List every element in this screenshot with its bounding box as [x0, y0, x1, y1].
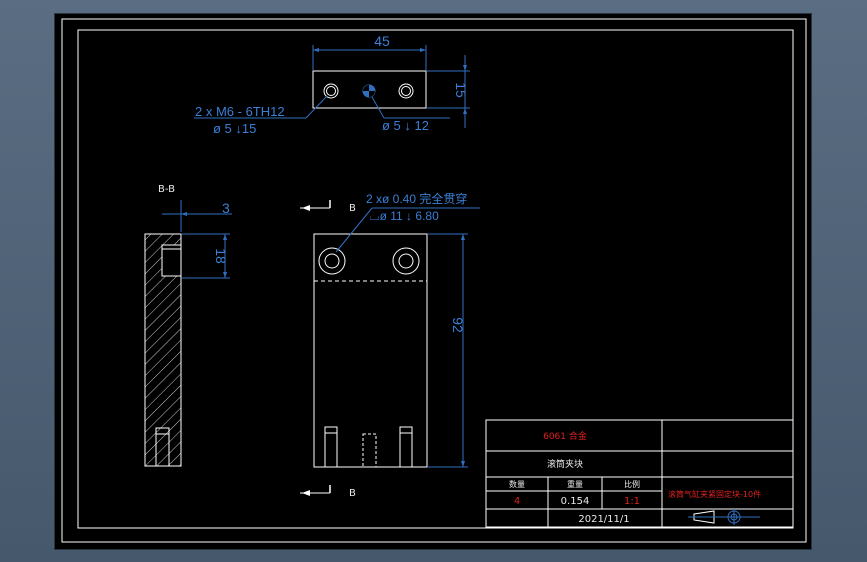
- part-name: 滚筒夹块: [547, 458, 583, 470]
- projection-symbol-icon: [688, 509, 760, 525]
- front-view: 2 xø 0.40 完全贯穿 ⌴ø 11 ↓ 6.80 92 B B: [300, 191, 480, 499]
- header-scale: 比例: [624, 479, 640, 489]
- section-label: B-B: [158, 184, 175, 195]
- dim-18: 18: [213, 248, 229, 264]
- header-weight: 重量: [567, 479, 583, 489]
- front-hole-right: [392, 247, 420, 275]
- header-quantity: 数量: [509, 479, 525, 489]
- dim-92: 92: [450, 317, 466, 333]
- thread-note: 2 x M6 - 6TH12: [195, 104, 285, 119]
- counterbore-note: ⌴ø 11 ↓ 6.80: [370, 209, 439, 223]
- section-marker-bottom: B: [349, 488, 356, 499]
- section-view: B-B 3 18: [144, 184, 232, 467]
- front-hole-left: [318, 247, 346, 275]
- title-block: 6061 合金 滚筒夹块 数量 重量 比例 4 0.154 1:1 2021/1…: [485, 419, 794, 528]
- weight-value: 0.154: [561, 496, 590, 507]
- dim-45: 45: [374, 33, 390, 49]
- inner-border: [77, 29, 794, 529]
- section-marker-top: B: [349, 203, 356, 214]
- dim-15: 15: [453, 82, 469, 98]
- pin-note: ø 5 ↓ 12: [382, 118, 429, 133]
- front-view-outline: [313, 233, 428, 468]
- scale-value: 1:1: [624, 496, 640, 507]
- thread-depth-note: ø 5 ↓15: [213, 121, 256, 136]
- dim-3: 3: [222, 200, 230, 216]
- top-hole-left: [323, 83, 339, 99]
- material-text: 6061 合金: [543, 430, 587, 442]
- drawing-title: 滚筒气缸夹紧固定块-10件: [668, 489, 761, 499]
- date-value: 2021/11/1: [578, 514, 629, 525]
- top-view-outline: [312, 70, 427, 109]
- quantity-value: 4: [514, 496, 520, 507]
- hole-note: 2 xø 0.40 完全贯穿: [366, 191, 467, 206]
- top-view: 45 15 2 x M6 - 6TH12 ø 5 ↓15 ø 5 ↓ 12: [194, 33, 470, 136]
- outer-border: [61, 18, 807, 543]
- top-hole-right: [398, 83, 414, 99]
